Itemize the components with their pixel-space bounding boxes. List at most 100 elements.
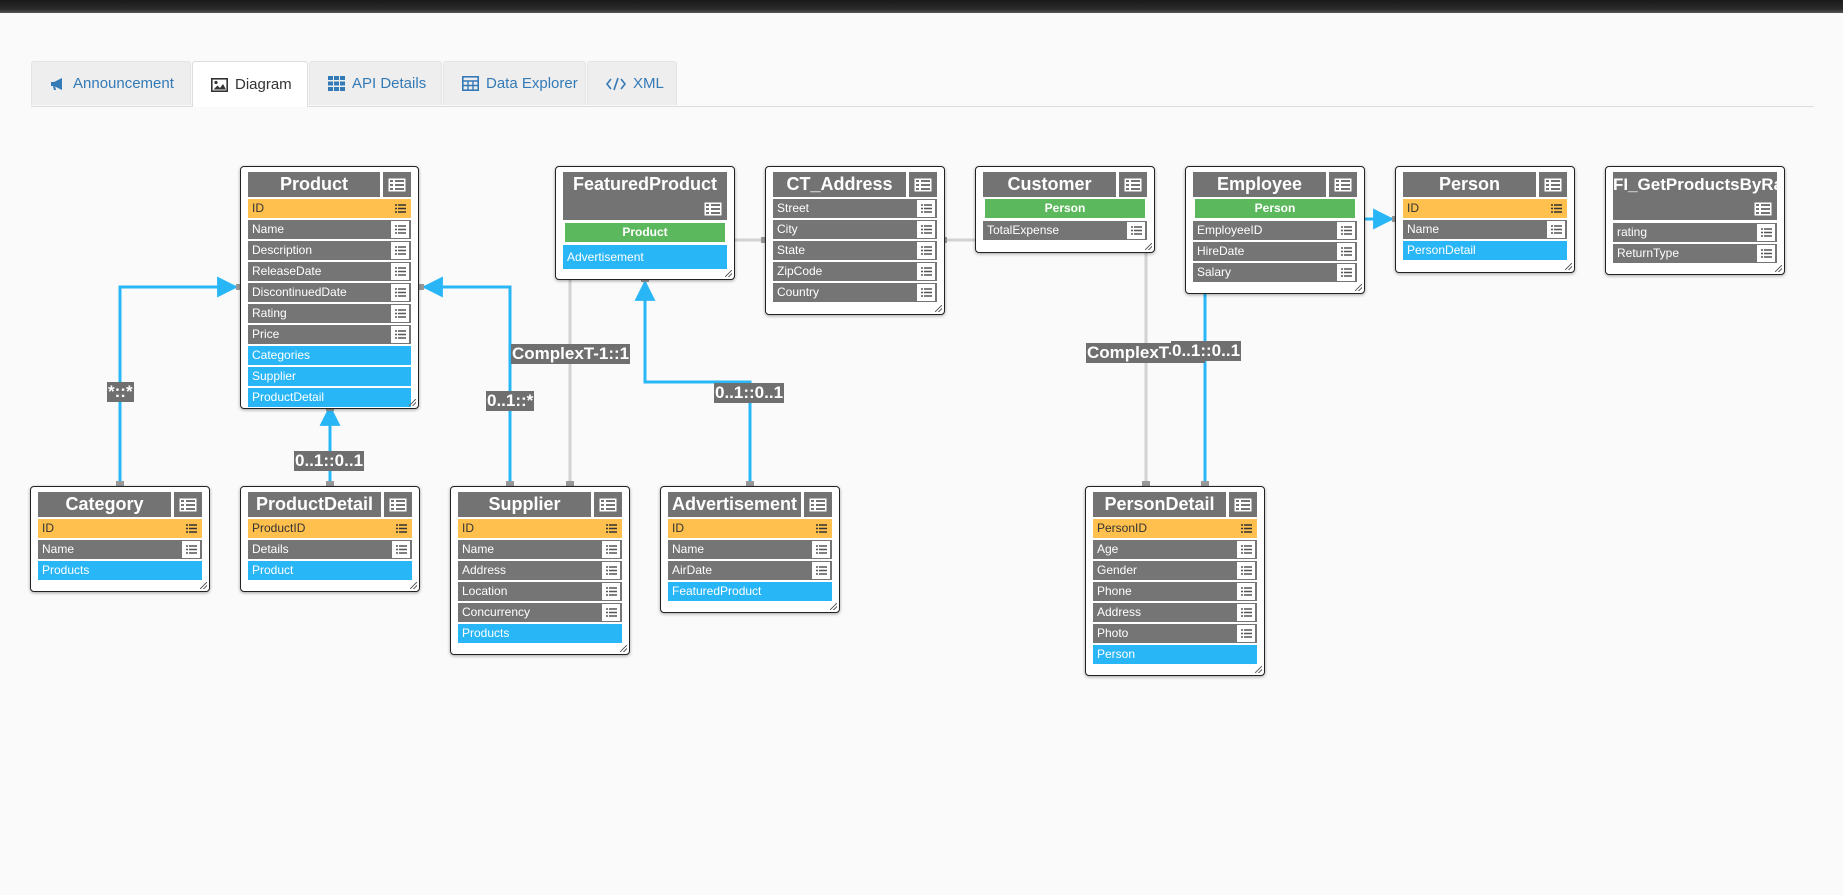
field-row[interactable]: Phone bbox=[1093, 582, 1257, 601]
list-icon[interactable] bbox=[1237, 604, 1255, 621]
link-label-supplier-product[interactable]: 0..1::* bbox=[486, 391, 535, 411]
list-icon[interactable] bbox=[1237, 520, 1255, 537]
list-icon[interactable] bbox=[1237, 562, 1255, 579]
list-icon[interactable] bbox=[812, 562, 830, 579]
field-row[interactable]: ID bbox=[458, 519, 622, 538]
field-row[interactable]: Name bbox=[668, 540, 832, 559]
list-icon[interactable] bbox=[1757, 245, 1775, 262]
nav-row[interactable]: Advertisement bbox=[563, 245, 727, 269]
list-icon[interactable] bbox=[1119, 172, 1147, 197]
list-icon[interactable] bbox=[384, 492, 412, 517]
entity-advertisement[interactable]: Advertisement ID Name AirDate FeaturedPr… bbox=[660, 486, 840, 613]
tab-announcement[interactable]: Announcement bbox=[31, 61, 191, 105]
resize-handle[interactable] bbox=[409, 399, 416, 406]
entity-ct-address[interactable]: CT_Address Street City State ZipCode Cou… bbox=[765, 166, 945, 315]
field-row[interactable]: ID bbox=[38, 519, 202, 538]
list-icon[interactable] bbox=[1337, 264, 1355, 281]
resize-handle[interactable] bbox=[830, 603, 837, 610]
link-label-category-product[interactable]: *::* bbox=[107, 382, 134, 402]
field-row[interactable]: Name bbox=[1403, 220, 1567, 239]
field-row[interactable]: City bbox=[773, 220, 937, 239]
nav-row[interactable]: FeaturedProduct bbox=[668, 582, 832, 601]
list-icon[interactable] bbox=[391, 242, 409, 259]
resize-handle[interactable] bbox=[1145, 243, 1152, 250]
field-row[interactable]: Street bbox=[773, 199, 937, 218]
field-row[interactable]: DiscontinuedDate bbox=[248, 283, 411, 302]
field-row[interactable]: Address bbox=[458, 561, 622, 580]
link-supplier-product[interactable] bbox=[421, 276, 512, 485]
list-icon[interactable] bbox=[917, 263, 935, 280]
list-icon[interactable] bbox=[182, 541, 200, 558]
entity-featuredproduct[interactable]: FeaturedProduct Product Advertisement bbox=[555, 166, 735, 280]
param-row[interactable]: rating bbox=[1613, 223, 1777, 242]
nav-row[interactable]: ProductDetail bbox=[248, 388, 411, 407]
resize-handle[interactable] bbox=[1255, 666, 1262, 673]
link-category-product[interactable] bbox=[118, 276, 239, 485]
field-row[interactable]: Photo bbox=[1093, 624, 1257, 643]
field-row[interactable]: Name bbox=[38, 540, 202, 559]
list-icon[interactable] bbox=[1539, 172, 1567, 197]
list-icon[interactable] bbox=[602, 604, 620, 621]
field-row[interactable]: ID bbox=[1403, 199, 1567, 218]
list-icon[interactable] bbox=[909, 172, 937, 197]
link-label-persondetail-person[interactable]: 0..1::0..1 bbox=[1171, 341, 1242, 361]
field-row[interactable]: Rating bbox=[248, 304, 411, 323]
tab-xml[interactable]: XML bbox=[587, 61, 677, 105]
base-type-badge[interactable]: Person bbox=[1195, 199, 1355, 218]
nav-row[interactable]: Product bbox=[248, 561, 412, 580]
entity-customer[interactable]: Customer Person TotalExpense bbox=[975, 166, 1155, 253]
list-icon[interactable] bbox=[602, 541, 620, 558]
nav-row[interactable]: Supplier bbox=[248, 367, 411, 386]
field-row[interactable]: Location bbox=[458, 582, 622, 601]
list-icon[interactable] bbox=[1337, 243, 1355, 260]
list-icon[interactable] bbox=[812, 520, 830, 537]
list-icon[interactable] bbox=[602, 583, 620, 600]
resize-handle[interactable] bbox=[200, 582, 207, 589]
field-row[interactable]: EmployeeID bbox=[1193, 221, 1357, 240]
list-icon[interactable] bbox=[1547, 221, 1565, 238]
field-row[interactable]: Price bbox=[248, 325, 411, 344]
list-icon[interactable] bbox=[1757, 224, 1775, 241]
list-icon[interactable] bbox=[392, 520, 410, 537]
tab-data-explorer[interactable]: Data Explorer bbox=[443, 61, 586, 105]
field-row[interactable]: Concurrency bbox=[458, 603, 622, 622]
list-icon[interactable] bbox=[917, 284, 935, 301]
field-row[interactable]: AirDate bbox=[668, 561, 832, 580]
field-row[interactable]: ID bbox=[248, 199, 411, 218]
field-row[interactable]: Name bbox=[248, 220, 411, 239]
link-label-supplier-complex[interactable]: ComplexT-1::1 bbox=[511, 344, 631, 364]
field-row[interactable]: State bbox=[773, 241, 937, 260]
list-icon[interactable] bbox=[391, 221, 409, 238]
field-row[interactable]: HireDate bbox=[1193, 242, 1357, 261]
list-icon[interactable] bbox=[812, 541, 830, 558]
param-row[interactable]: ReturnType bbox=[1613, 244, 1777, 263]
nav-row[interactable]: Person bbox=[1093, 645, 1257, 664]
resize-handle[interactable] bbox=[1565, 263, 1572, 270]
entity-product[interactable]: Product ID Name Description ReleaseDate … bbox=[240, 166, 419, 409]
entity-category[interactable]: Category ID Name Products bbox=[30, 486, 210, 592]
list-icon[interactable] bbox=[391, 326, 409, 343]
list-icon[interactable] bbox=[182, 520, 200, 537]
nav-row[interactable]: PersonDetail bbox=[1403, 241, 1567, 260]
resize-handle[interactable] bbox=[410, 582, 417, 589]
list-icon[interactable] bbox=[1329, 172, 1357, 197]
list-icon[interactable] bbox=[1337, 222, 1355, 239]
link-advertisement-featured[interactable] bbox=[634, 279, 752, 485]
resize-handle[interactable] bbox=[1355, 284, 1362, 291]
entity-person[interactable]: Person ID Name PersonDetail bbox=[1395, 166, 1575, 273]
base-type-badge[interactable]: Person bbox=[985, 199, 1145, 218]
list-icon[interactable] bbox=[1237, 625, 1255, 642]
field-row[interactable]: TotalExpense bbox=[983, 221, 1147, 240]
resize-handle[interactable] bbox=[935, 305, 942, 312]
list-icon[interactable] bbox=[602, 562, 620, 579]
field-row[interactable]: Details bbox=[248, 540, 412, 559]
entity-employee[interactable]: Employee Person EmployeeID HireDate Sala… bbox=[1185, 166, 1365, 294]
list-icon[interactable] bbox=[917, 242, 935, 259]
list-icon[interactable] bbox=[392, 541, 410, 558]
nav-row[interactable]: Products bbox=[458, 624, 622, 643]
base-type-badge[interactable]: Product bbox=[565, 223, 725, 242]
field-row[interactable]: PersonID bbox=[1093, 519, 1257, 538]
link-label-advertisement-featured[interactable]: 0..1::0..1 bbox=[714, 383, 785, 403]
field-row[interactable]: Country bbox=[773, 283, 937, 302]
list-icon[interactable] bbox=[1547, 200, 1565, 217]
